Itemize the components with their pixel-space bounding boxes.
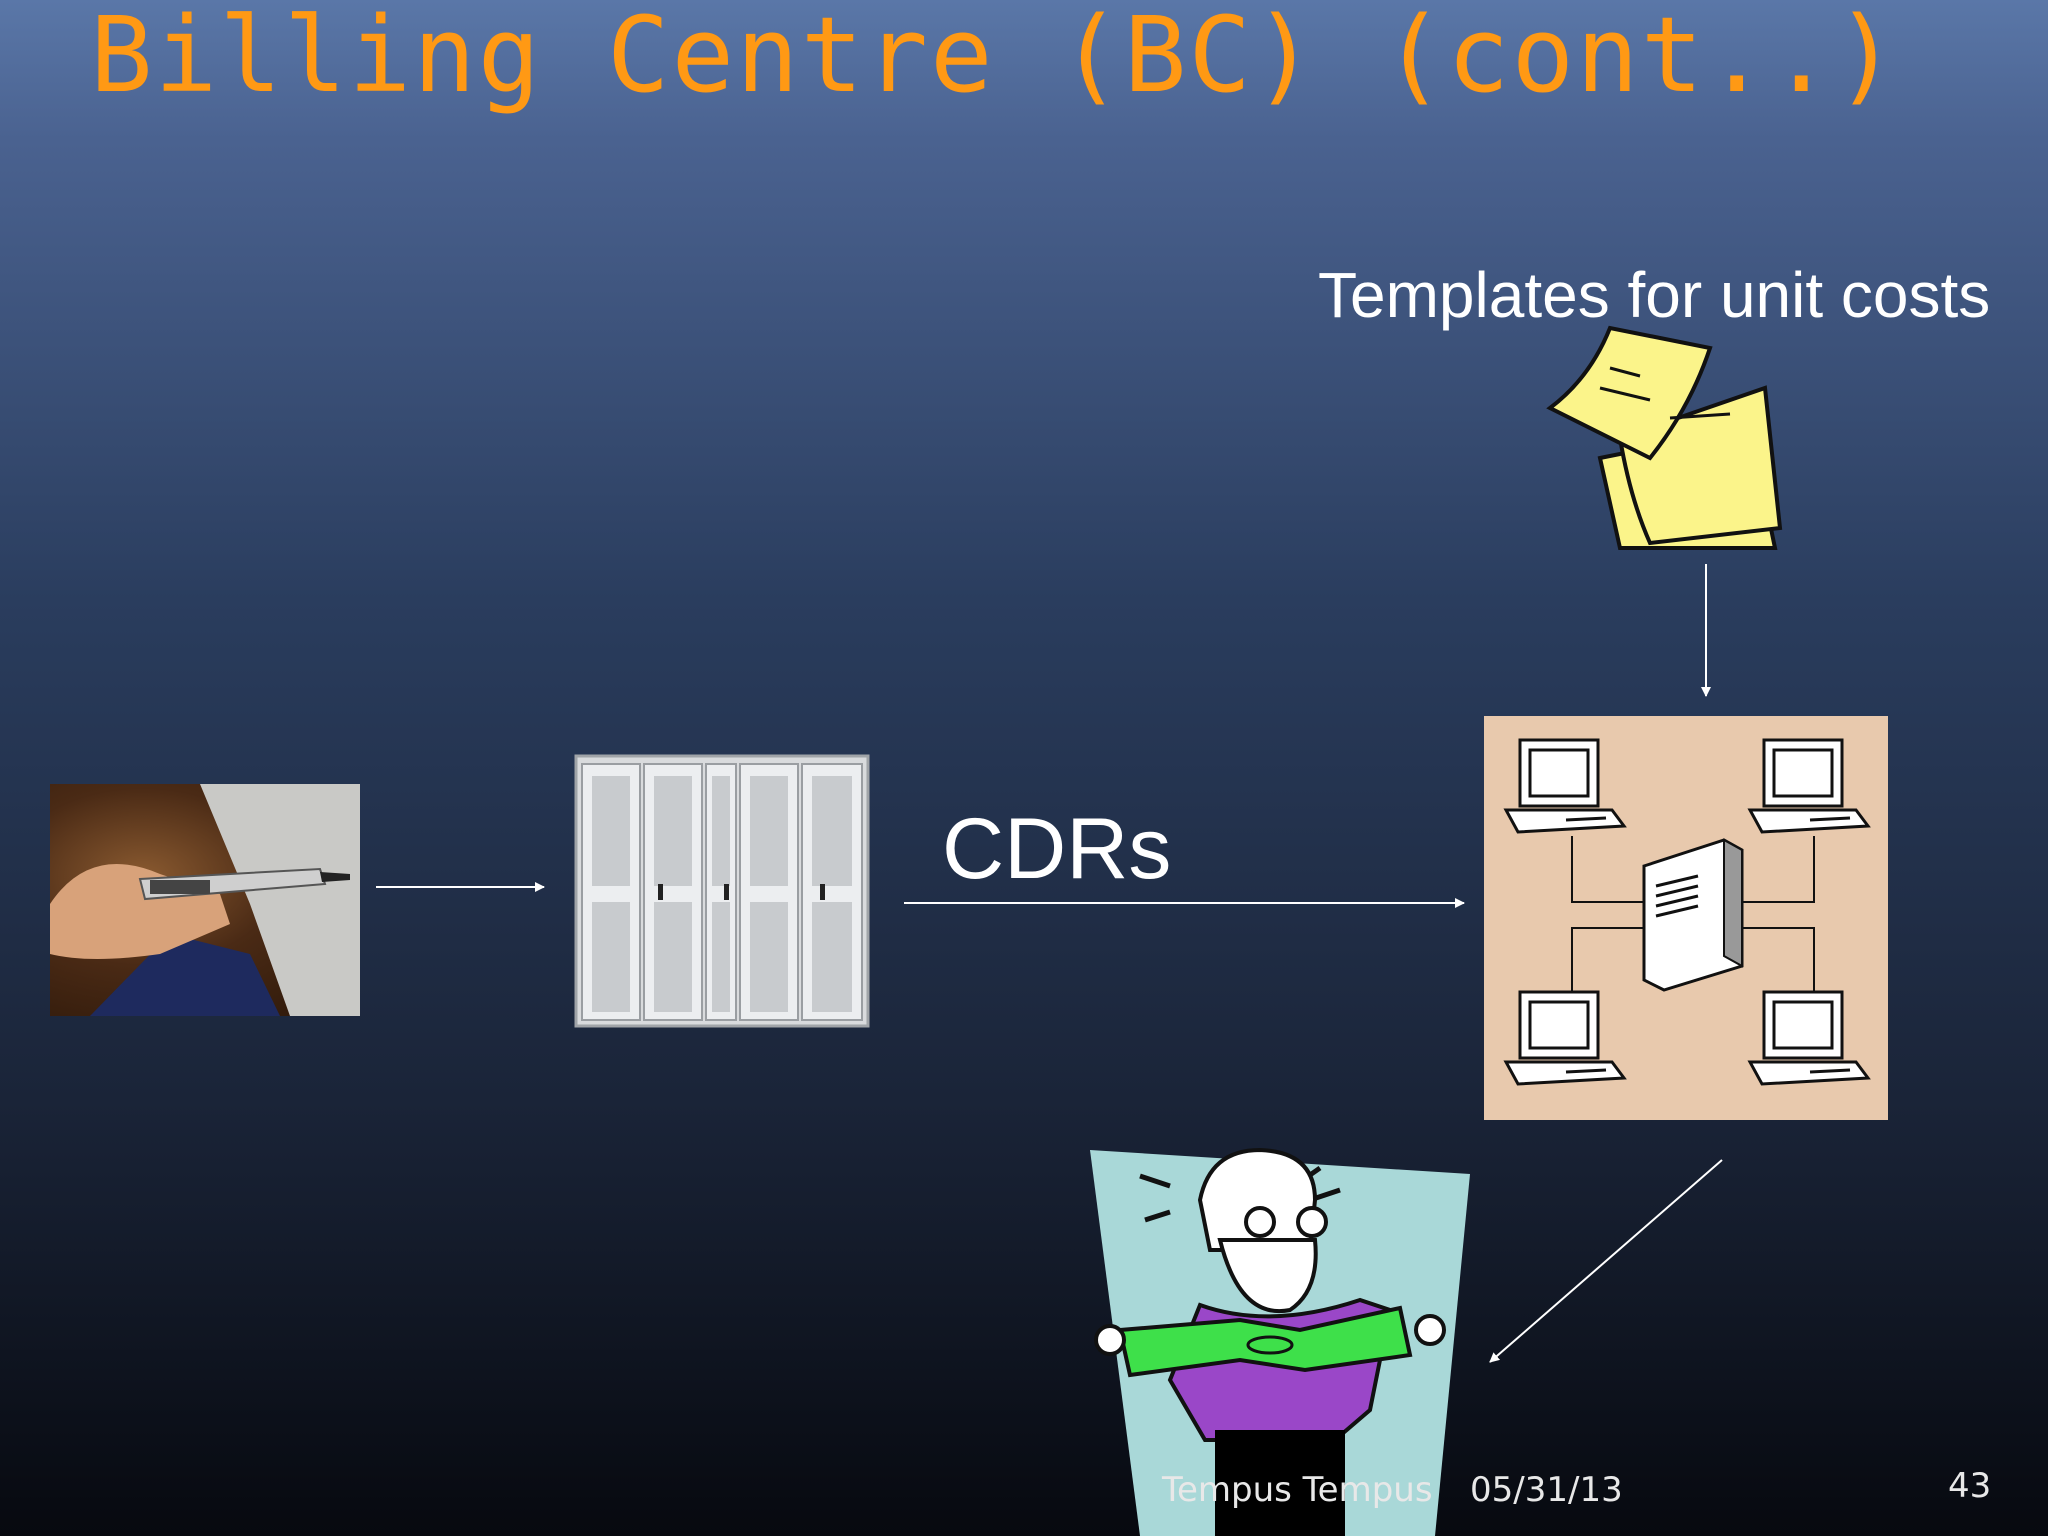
footer-text: Tempus Tempus [1162,1470,1433,1510]
templates-label: Templates for unit costs [1318,259,1991,331]
phone-in-hand-photo [50,784,360,1016]
cdrs-label: CDRs [942,801,1172,897]
slide-number: 43 [1948,1466,1992,1506]
server-tower-icon [1642,838,1744,992]
customer-with-money-clipart [1090,1147,1470,1536]
footer-date: 05/31/13 [1470,1470,1623,1510]
slide-title: Billing Centre (BC) (cont..) [90,0,1900,116]
templates-notes-icon [1546,325,1783,550]
billing-network-clipart [1484,716,1888,1120]
arrow-billing-to-customer [1489,1159,1723,1363]
switch-server-cabinet [574,754,870,1028]
